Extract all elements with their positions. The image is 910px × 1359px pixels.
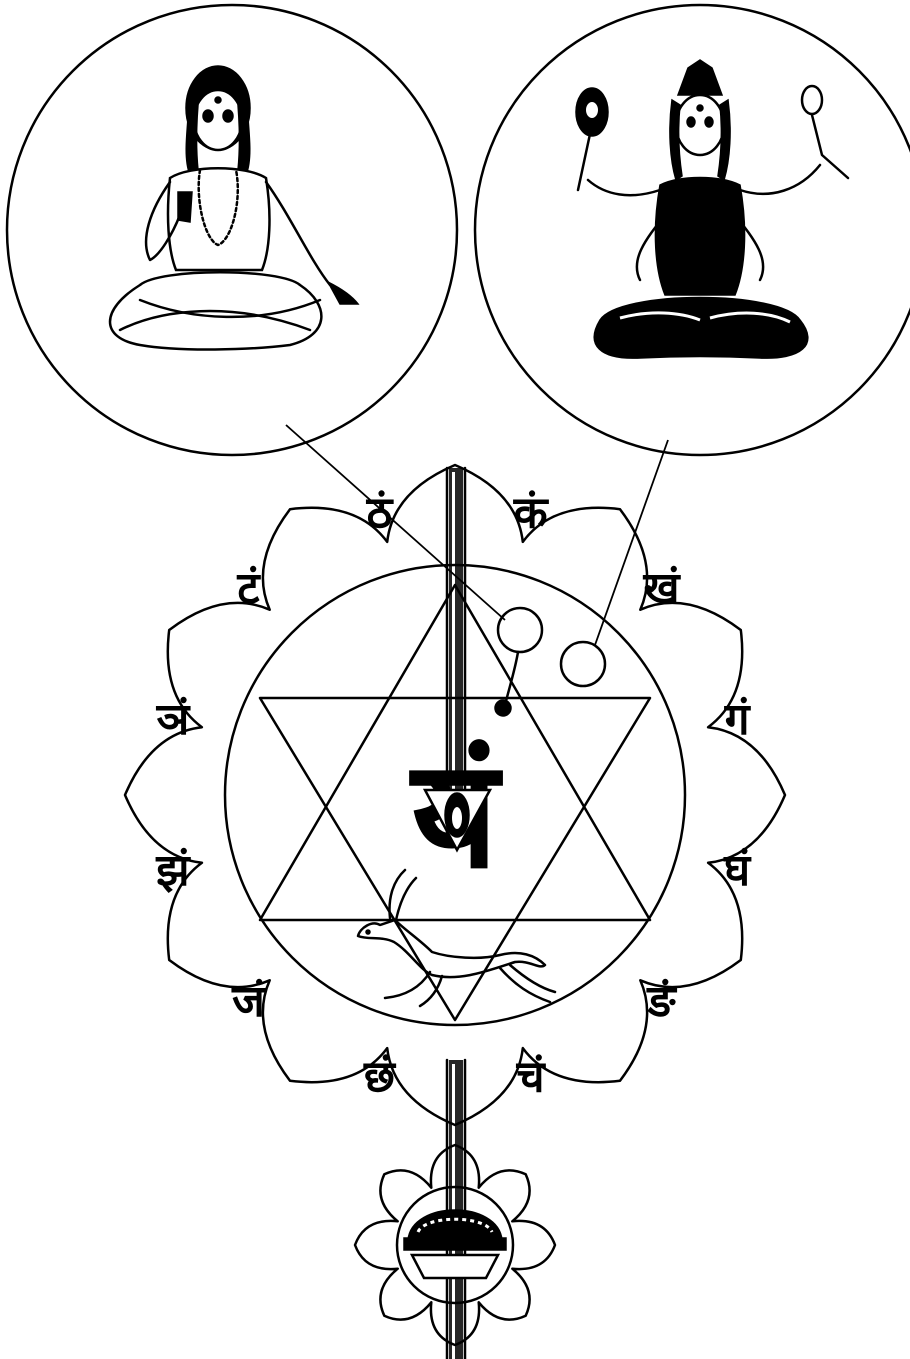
- knot-circles: [495, 608, 605, 716]
- petal-letter-8: जं: [231, 976, 266, 1027]
- petal-letter-9: झं: [155, 845, 191, 896]
- petal-letter-7: छं: [363, 1052, 397, 1103]
- petal-letter-5: ङं: [645, 976, 677, 1027]
- four-armed-goddess-icon: [576, 60, 848, 358]
- petal-letter-1: कं: [513, 487, 550, 538]
- petal-letter-6: चं: [516, 1052, 547, 1103]
- left-deity-medallion: [7, 5, 457, 455]
- shrine-icon: [404, 1210, 506, 1278]
- petal-letter-2: खं: [643, 563, 682, 614]
- petal-letter-4: घं: [723, 845, 752, 896]
- right-deity-medallion: [475, 5, 910, 455]
- petal-letter-10: ञं: [156, 694, 191, 745]
- petal-letter-3: गं: [724, 694, 752, 745]
- petal-letter-12: ठं: [366, 487, 395, 538]
- pointer-lines: [286, 425, 668, 645]
- petal-letter-11: टं: [236, 563, 261, 614]
- seated-sage-icon: [110, 66, 358, 350]
